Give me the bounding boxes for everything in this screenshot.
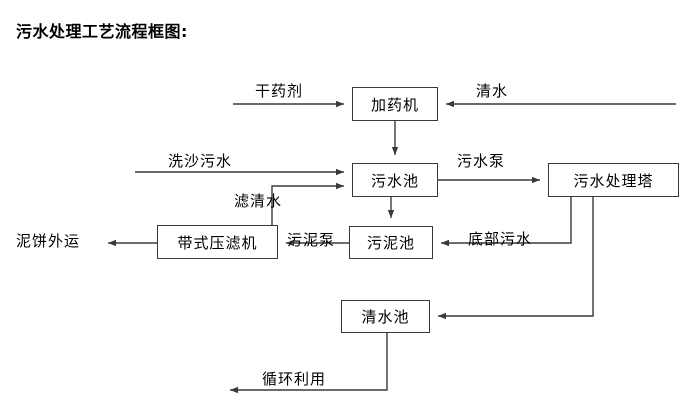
io-label-clean-water-input: 清水 [476, 82, 509, 100]
edge-label-recycle-use: 循环利用 [262, 370, 327, 388]
edge-tower-to-sludge-pool [441, 197, 572, 247]
edge-label-filtered-clear-water: 滤清水 [234, 192, 283, 210]
edge-label-bottom-sewage: 底部污水 [468, 230, 533, 248]
io-label-sand-wash-sewage: 洗沙污水 [168, 152, 233, 170]
node-label: 污水池 [370, 171, 419, 190]
page-title: 污水处理工艺流程框图: [16, 22, 188, 41]
node-dosing-machine[interactable]: 加药机 [352, 87, 438, 121]
io-label-dry-chemical: 干药剂 [255, 82, 304, 100]
node-label: 污泥池 [366, 234, 415, 252]
edge-tower-to-clean-water-pool [438, 197, 594, 320]
edge-clean-water-pool-to-recycle [230, 333, 388, 394]
edge-label-sludge-pump: 污泥泵 [287, 231, 336, 249]
node-label: 污水处理塔 [573, 171, 654, 190]
io-label-mud-cake-transport: 泥饼外运 [16, 232, 81, 250]
node-sludge-pool[interactable]: 污泥池 [349, 226, 433, 259]
node-belt-filter-press[interactable]: 带式压滤机 [157, 225, 278, 259]
node-treatment-tower[interactable]: 污水处理塔 [548, 163, 679, 197]
edge-label-sewage-pump: 污水泵 [457, 152, 506, 170]
node-clean-water-pool[interactable]: 清水池 [341, 300, 430, 333]
node-wastewater-pool[interactable]: 污水池 [352, 163, 438, 197]
node-label: 加药机 [370, 95, 419, 114]
edge-filtered-water-feedback [271, 182, 344, 225]
node-label: 清水池 [361, 308, 410, 326]
node-label: 带式压滤机 [177, 233, 258, 252]
